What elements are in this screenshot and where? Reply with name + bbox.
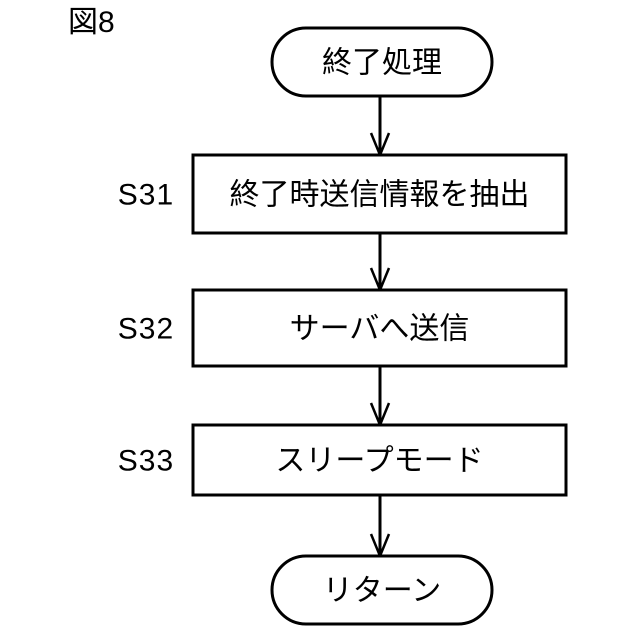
flow-node-start-terminal: 終了処理 [270, 26, 494, 98]
flow-node-process-s33: スリープモード S33 [118, 423, 568, 497]
arrow-start-to-s31 [369, 96, 391, 159]
step-label-s33: S33 [118, 445, 174, 478]
step-label-s32: S32 [118, 313, 174, 346]
flow-node-process-s32: サーバへ送信 S32 [118, 288, 568, 368]
node-label: 終了処理 [322, 46, 442, 81]
node-label: リターン [323, 574, 442, 609]
process-shape [191, 288, 568, 368]
process-shape [191, 153, 568, 235]
node-label: 終了時送信情報を抽出 [230, 178, 530, 213]
node-label: スリープモード [275, 444, 483, 479]
terminal-shape [270, 554, 494, 626]
flow-node-process-s31: 終了時送信情報を抽出 S31 [118, 153, 568, 235]
arrow-s32-to-s33 [369, 366, 391, 429]
figure-title: 図8 [68, 6, 115, 39]
step-label-s31: S31 [118, 179, 174, 212]
process-shape [191, 423, 568, 497]
node-label: サーバへ送信 [290, 312, 470, 347]
flow-node-return-terminal: リターン [270, 554, 494, 626]
terminal-shape [270, 26, 494, 98]
arrow-s33-to-return [369, 495, 391, 560]
arrow-s31-to-s32 [369, 233, 391, 294]
